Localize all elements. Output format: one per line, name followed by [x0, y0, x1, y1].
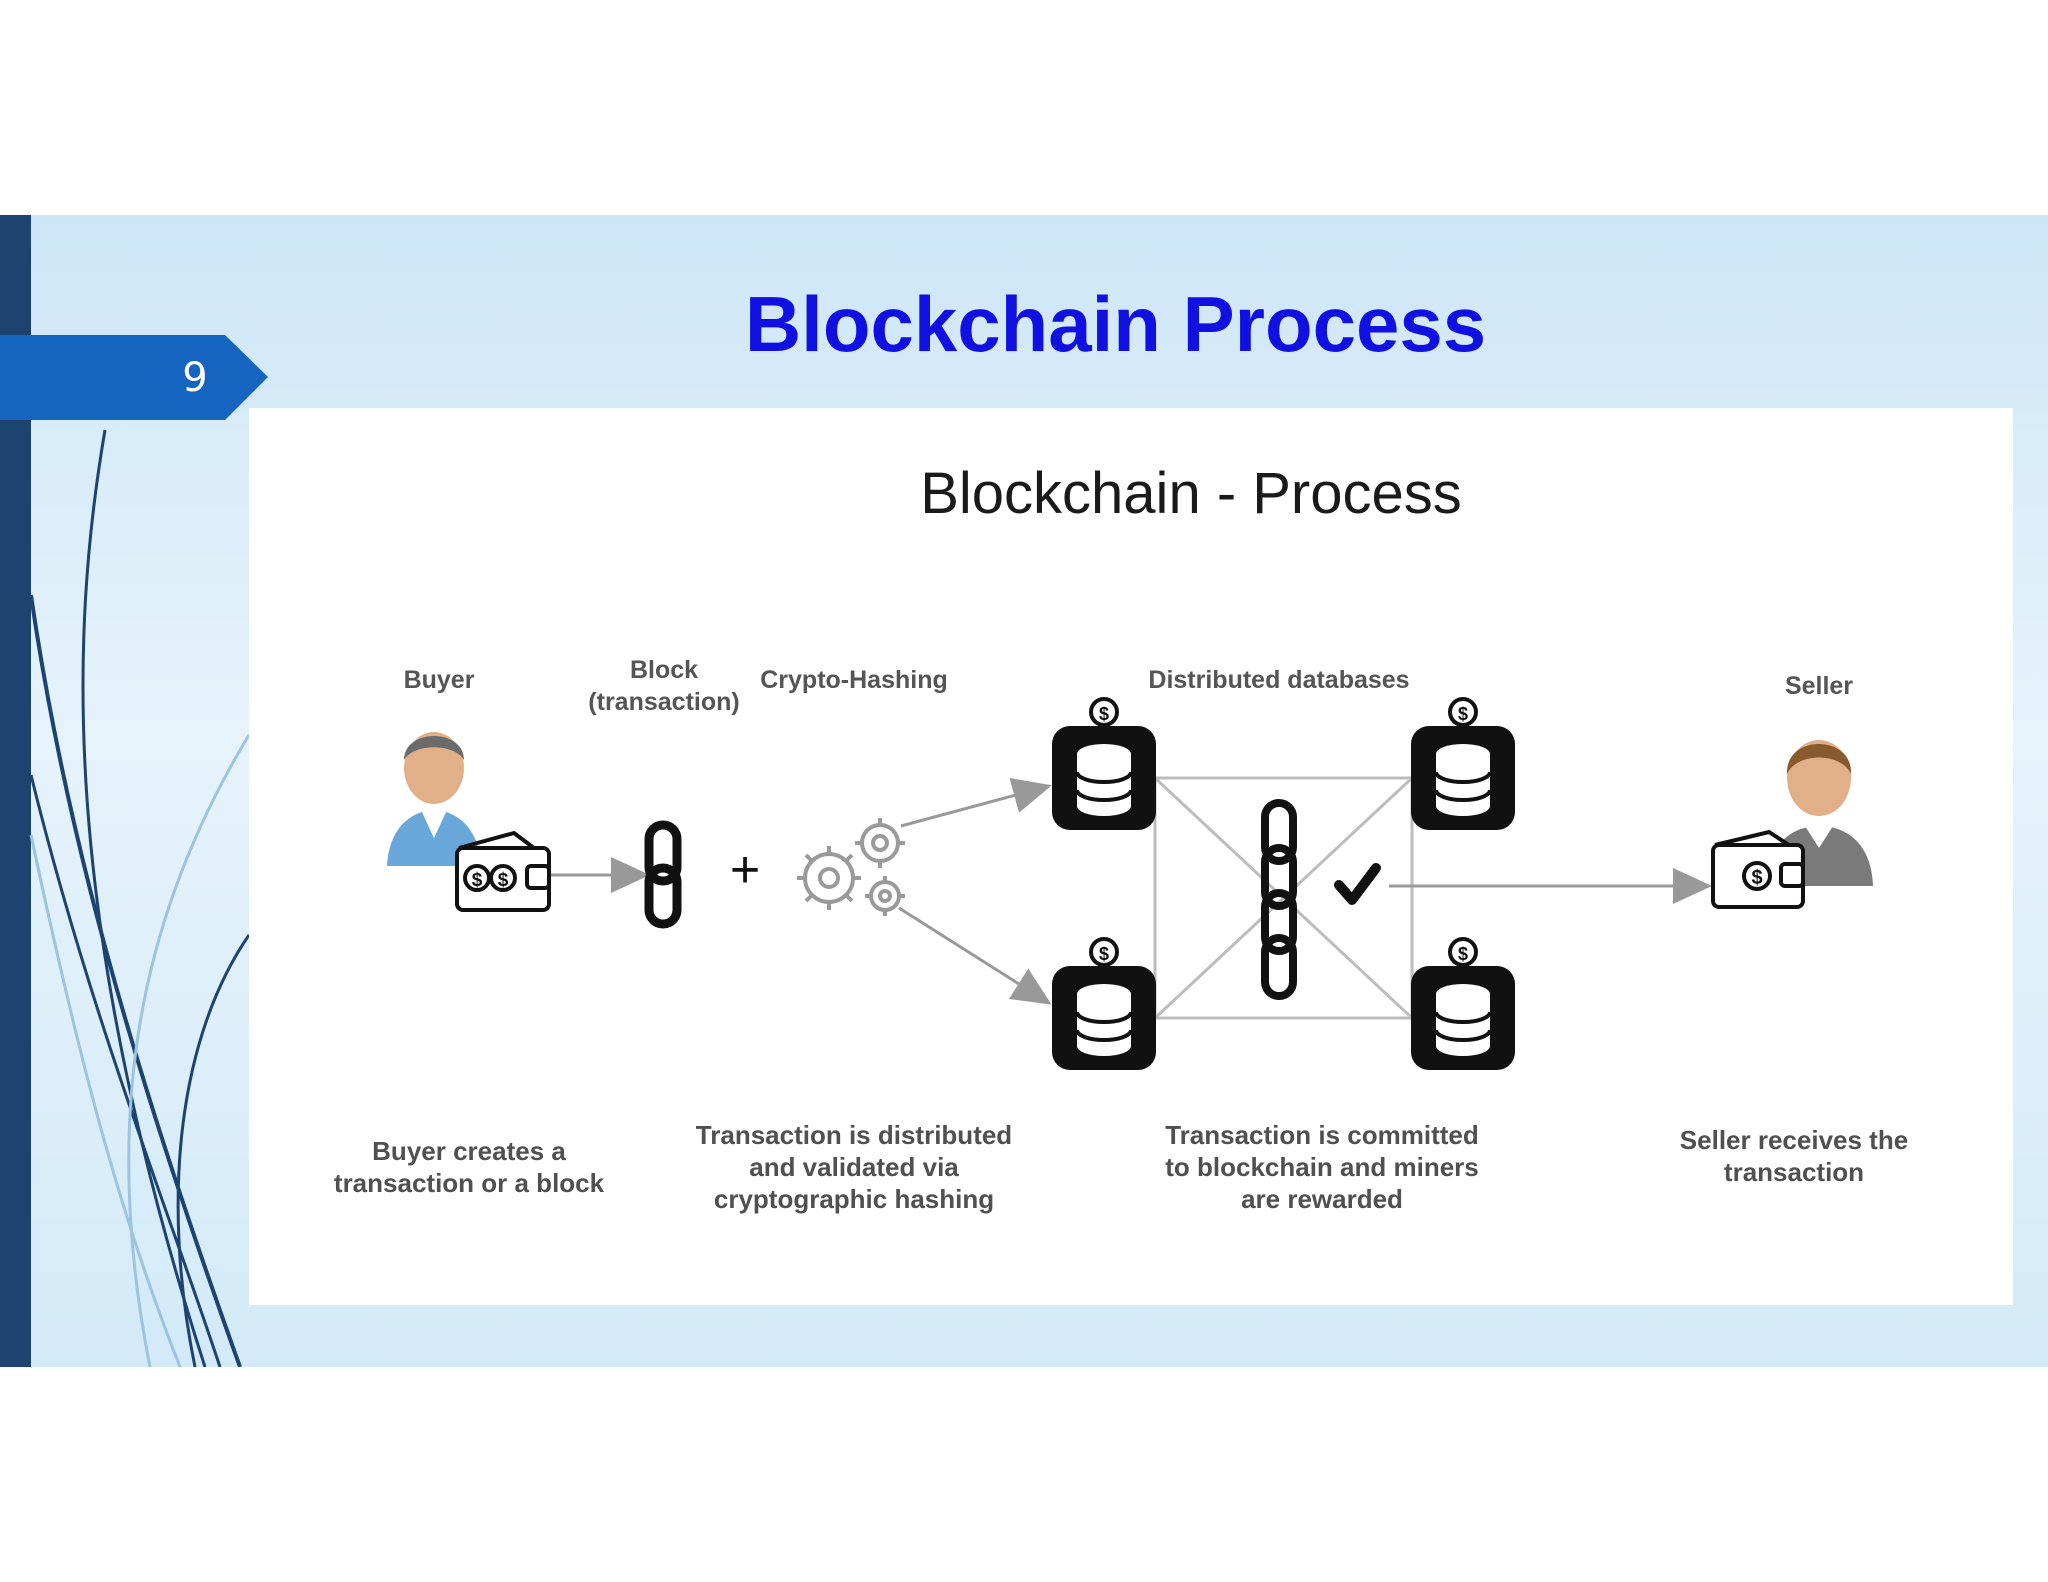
- dollar-symbol: $: [472, 870, 483, 891]
- dollar-symbol: $: [1458, 944, 1468, 964]
- caption-line: to blockchain and miners: [1165, 1152, 1479, 1182]
- caption-line: Seller receives the: [1679, 1125, 1909, 1155]
- dollar-symbol: $: [1099, 944, 1109, 964]
- dollar-symbol: $: [1458, 704, 1468, 724]
- label-crypto-hashing: Crypto-Hashing: [760, 666, 948, 694]
- chain-link-icon: [1261, 799, 1297, 1000]
- process-diagram: $ $ +: [387, 697, 1873, 1072]
- caption-line: Transaction is distributed: [695, 1120, 1013, 1150]
- database-icon: $: [1409, 937, 1517, 1072]
- label-block-line2: (transaction): [588, 688, 740, 716]
- caption-line: cryptographic hashing: [713, 1184, 995, 1214]
- caption-line: Buyer creates a: [372, 1136, 566, 1166]
- caption-line: Transaction is committed: [1165, 1120, 1479, 1150]
- plus-symbol: +: [730, 841, 760, 899]
- caption-buyer: Buyer creates a transaction or a block: [319, 1135, 619, 1199]
- arrow-hash-to-db-top: [900, 778, 1052, 828]
- caption-line: and validated via: [749, 1152, 959, 1182]
- slide-title: Blockchain Process: [744, 280, 1487, 368]
- caption-seller: Seller receives the transaction: [1659, 1124, 1929, 1188]
- caption-line: are rewarded: [1241, 1184, 1403, 1214]
- label-buyer: Buyer: [403, 666, 475, 694]
- label-seller: Seller: [1784, 672, 1854, 700]
- diagram-title: Blockchain - Process: [920, 461, 1462, 526]
- caption-hashing: Transaction is distributed and validated…: [679, 1119, 1029, 1215]
- chain-link-icon: [644, 820, 682, 929]
- dollar-symbol: $: [1751, 867, 1762, 889]
- checkmark-icon: [1334, 863, 1381, 905]
- label-block: Block (transaction): [579, 654, 749, 718]
- caption-line: transaction or a block: [333, 1168, 605, 1198]
- slide-number-tab: [0, 335, 268, 420]
- database-icon: $: [1050, 937, 1158, 1072]
- caption-commit: Transaction is committed to blockchain a…: [1147, 1119, 1497, 1215]
- gears-icon: [797, 818, 905, 916]
- dollar-symbol: $: [498, 870, 509, 891]
- slide: 9 Blockchain Process Blockchain - Proces…: [0, 215, 2048, 1367]
- wallet-icon: $ $: [455, 830, 551, 912]
- label-block-line1: Block: [629, 656, 699, 684]
- caption-line: transaction: [1723, 1157, 1865, 1187]
- dollar-symbol: $: [1099, 704, 1109, 724]
- wallet-icon: $: [1711, 829, 1805, 909]
- arrow-hash-to-db-bottom: [898, 906, 1052, 1005]
- database-icon: $: [1409, 697, 1517, 832]
- diagram-panel: Blockchain - Process: [249, 408, 2013, 1305]
- decorative-curves: [29, 429, 251, 1367]
- label-distributed-databases: Distributed databases: [1148, 666, 1410, 694]
- database-icon: $: [1050, 697, 1158, 832]
- slide-number: 9: [182, 355, 208, 401]
